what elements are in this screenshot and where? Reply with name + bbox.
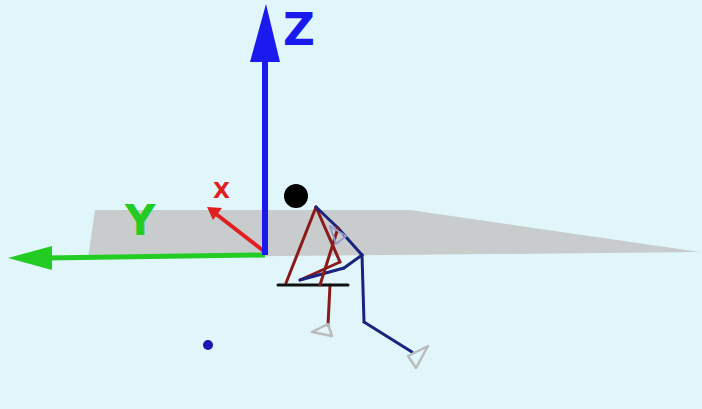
z-axis [262, 60, 268, 255]
figure-head [284, 184, 308, 208]
y-axis [45, 255, 265, 258]
stick-figure [278, 207, 428, 368]
x-arrowhead [207, 207, 222, 220]
target-dot [203, 340, 213, 350]
z-arrowhead [250, 4, 280, 62]
x-axis [216, 214, 265, 252]
x-axis-label: X [213, 180, 230, 202]
ground-plane [88, 210, 700, 258]
z-axis-label: Z [283, 8, 315, 52]
y-arrowhead [8, 246, 52, 270]
y-axis-label: Y [125, 200, 155, 242]
